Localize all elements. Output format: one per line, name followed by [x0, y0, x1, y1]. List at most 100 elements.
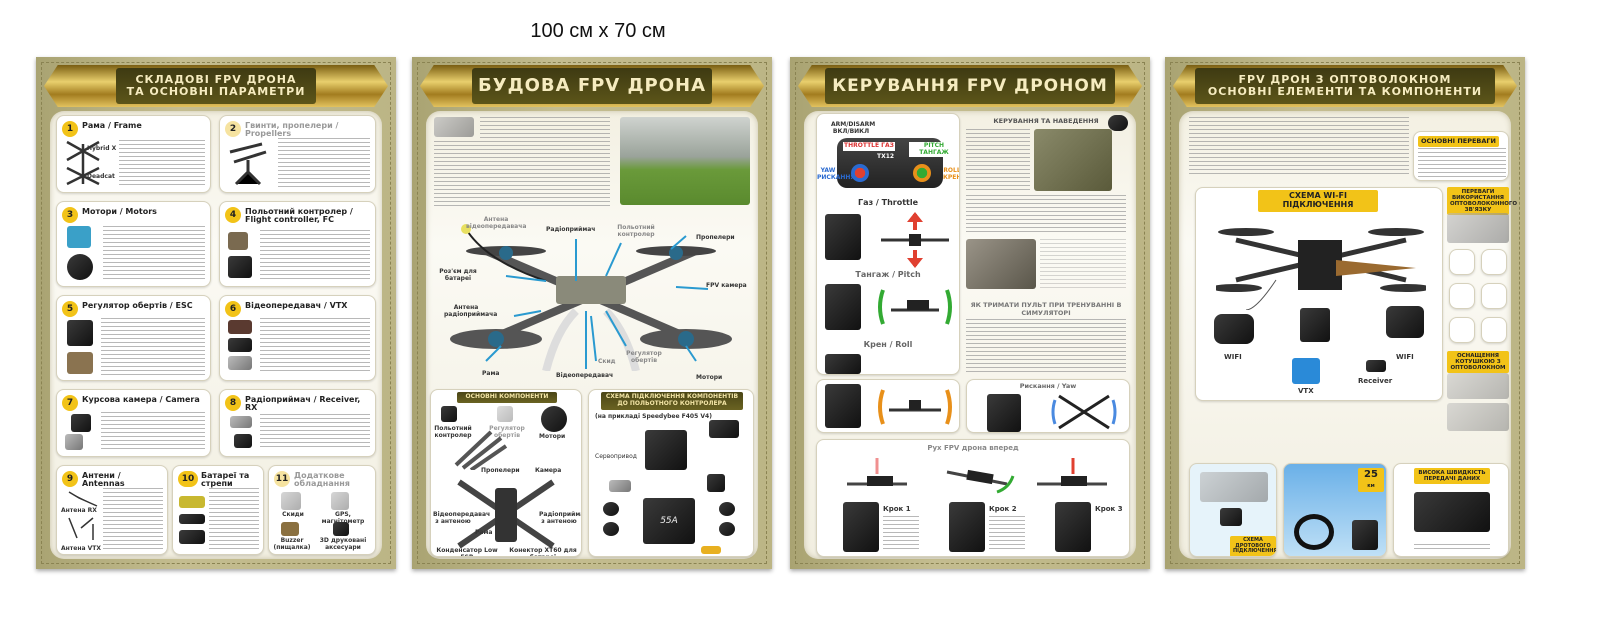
ground-station: [1300, 308, 1330, 342]
label-receiver: Receiver: [1358, 377, 1393, 385]
forward-diagram: [847, 458, 1107, 494]
propellers-image: [454, 430, 508, 470]
title-line: ОСНОВНІ ЕЛЕМЕНТИ ТА КОМПОНЕНТИ: [1207, 85, 1483, 98]
label-flight-controller: Польотний контролер: [617, 224, 655, 238]
tag: Антена VTX: [61, 545, 101, 552]
body-text: [103, 488, 163, 550]
card-esc: 5 Регулятор обертів / ESC: [56, 295, 211, 381]
range-value: 25: [1364, 469, 1378, 480]
axis-yaw: Рискання / Yaw: [1019, 382, 1077, 390]
strap-image: [179, 530, 205, 544]
card-title: Антени / Antennas: [82, 471, 125, 489]
drone-photo: [620, 117, 750, 205]
receiver-image: [234, 434, 252, 448]
title-banner: СКЛАДОВІ FPV ДРОНА ТА ОСНОВНІ ПАРАМЕТРИ: [44, 65, 388, 107]
body-text: [103, 226, 205, 280]
esc-board: 55A: [643, 498, 695, 544]
label-vtx-antenna: Антена відеопередавача: [466, 216, 527, 230]
content-panel: Антена відеопередавача Радіоприймач Поль…: [426, 111, 758, 559]
card-extra-equipment: 11 Додаткове обладнання Скиди GPS, магні…: [268, 465, 376, 555]
advantages-text: [1418, 148, 1506, 178]
card-receiver: 8 Радіоприймач / Receiver, RX: [219, 389, 376, 457]
esc-image: [497, 406, 513, 422]
esc-image: [67, 320, 93, 346]
stick-closeup: [825, 214, 861, 260]
flight-controller-board: [645, 430, 687, 470]
components-panel: ОСНОВНІ КОМПОНЕНТИ Польотний контролер Р…: [430, 389, 582, 557]
label-frame: Рама: [482, 370, 500, 377]
wired-title: СХЕМА ДРОТОВОГО ПІДКЛЮЧЕННЯ: [1230, 536, 1276, 556]
receiver-image: [609, 480, 631, 492]
fpv-goggles: [1214, 314, 1254, 344]
step-text: [989, 516, 1025, 550]
content-panel: ОСНОВНІ ПЕРЕВАГИ СХЕМА WI-FI ПІДКЛЮЧЕННЯ…: [1179, 111, 1517, 559]
card-number: 7: [62, 395, 78, 411]
card-number: 11: [274, 471, 290, 487]
title-line: СКЛАДОВІ FPV ДРОНА: [135, 72, 297, 86]
guidance-text: [1040, 239, 1126, 289]
content-panel: 1 Рама / Frame Hybrid X Deadcat 2 Гвинти…: [50, 111, 382, 559]
motor: [603, 522, 619, 536]
radio-controller: [1386, 306, 1424, 338]
card-number: 10: [178, 471, 198, 487]
battery-image: [179, 514, 205, 524]
label-battery-connector: Роз'єм для батареї: [439, 268, 477, 282]
label-wifi: WIFI: [1396, 353, 1414, 361]
fiber-advantages-title: ПЕРЕВАГИ ВИКОРИСТАННЯ ОПТОВОЛОКОННОГО ЗВ…: [1447, 187, 1517, 216]
label-propellers: Пропелери: [696, 234, 735, 241]
drone-image: [1200, 472, 1268, 502]
body-text: [101, 318, 205, 376]
poster-title: FPV ДРОН З ОПТОВОЛОКНОМ ОСНОВНІ ЕЛЕМЕНТИ…: [1195, 68, 1495, 104]
spool-drone-image: [1447, 403, 1509, 431]
fiber-drone-image: [1216, 228, 1426, 310]
guidance-title: КЕРУВАННЯ ТА НАВЕДЕННЯ: [993, 117, 1099, 125]
poster-title: СКЛАДОВІ FPV ДРОНА ТА ОСНОВНІ ПАРАМЕТРИ: [116, 68, 316, 104]
step-1-label: Крок 1: [883, 505, 911, 513]
speed-title: ВИСОКА ШВИДКІСТЬ ПЕРЕДАЧІ ДАНИХ: [1414, 468, 1490, 485]
ground-station: [1220, 508, 1242, 526]
simulator-title: ЯК ТРИМАТИ ПУЛЬТ ПРИ ТРЕНУВАННІ В СИМУЛЯ…: [970, 301, 1122, 317]
label-wifi: WIFI: [1224, 353, 1242, 361]
axis-pitch: Тангаж / Pitch: [855, 270, 921, 279]
esc-image: [67, 352, 93, 374]
drone-diagram: [450, 224, 732, 371]
gps-image: [331, 492, 349, 510]
axis-roll: Крен / Roll: [863, 340, 913, 349]
card-number: 2: [225, 121, 241, 137]
intro-text: [434, 141, 610, 209]
label-receiver: Радіоприймач: [546, 226, 596, 233]
fc-image: [228, 256, 252, 278]
receiver-board: [1366, 360, 1386, 372]
receiver-image: [230, 416, 252, 428]
tx-model: TX12: [877, 153, 895, 160]
card-number: 5: [62, 301, 78, 317]
card-title: Мотори / Motors: [82, 207, 157, 216]
label-throttle: THROTTLE ГАЗ: [843, 142, 895, 151]
frame-image: [457, 479, 555, 549]
card-number: 4: [225, 207, 241, 223]
wifi-diagram-panel: СХЕМА WI-FI ПІДКЛЮЧЕННЯ WIFI VTX Receive…: [1195, 187, 1443, 401]
guidance-text: [966, 195, 1126, 235]
right-stick: [913, 164, 931, 182]
body-text: [278, 138, 370, 188]
card-title: Відеопередавач / VTX: [245, 301, 348, 310]
label: Регулятор обертів: [489, 425, 525, 439]
vtx-image: [228, 356, 252, 370]
card-number: 8: [225, 395, 241, 411]
yaw-panel: Рискання / Yaw: [966, 379, 1130, 433]
card-title: Польотний контролер / Flight controller,…: [245, 207, 353, 225]
controls-panel: ARM/DISARM ВКЛ/ВИКЛ TX12 THROTTLE ГАЗ PI…: [816, 113, 960, 375]
poster-size-caption: 100 см x 70 см: [530, 20, 666, 42]
label-rx-antenna: Антена радіоприймача: [444, 304, 498, 318]
tag: Buzzer (пищалка): [273, 537, 311, 551]
speed-caption: [1414, 544, 1490, 552]
label: Мотори: [539, 433, 566, 440]
converter-image: [1414, 492, 1490, 532]
pitch-diagram: [878, 289, 952, 325]
frame-icon: [66, 140, 100, 186]
body-text: [101, 412, 205, 452]
card-title: Батареї та стрепи: [201, 471, 250, 489]
spool-title: ОСНАЩЕННЯ КОТУШКОЮ З ОПТОВОЛОКНОМ: [1447, 351, 1509, 374]
